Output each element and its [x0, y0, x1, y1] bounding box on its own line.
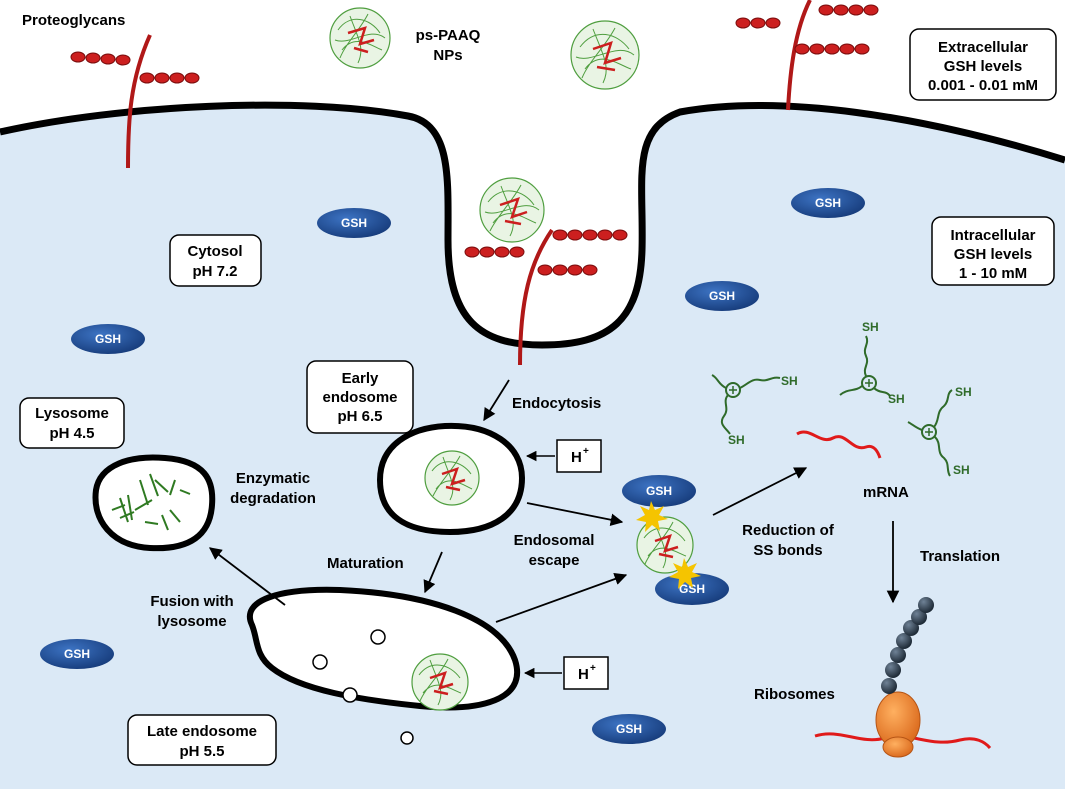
endosomal-escape-label-line2: escape [529, 552, 580, 569]
early-endosome [376, 422, 526, 536]
escaping-nanoparticle: GSH GSH [622, 475, 729, 605]
h-plus-box-late: H + [563, 656, 609, 690]
arrow-maturation [423, 551, 443, 594]
nanoparticle-top-left [329, 7, 391, 69]
late-endosome [247, 586, 520, 745]
sh-label: SH [953, 463, 970, 477]
cleavage-star [636, 501, 668, 532]
svg-text:Late endosome: Late endosome [147, 723, 257, 740]
intracellular-gsh-box: Intracellular GSH levels 1 - 10 mM [931, 216, 1055, 286]
svg-text:H: H [571, 449, 582, 466]
svg-text:GSH: GSH [616, 722, 642, 736]
gsh-molecule: GSH [317, 208, 391, 238]
nanoparticle-late-endosome [411, 653, 469, 711]
endocytosis-label: Endocytosis [512, 395, 601, 412]
sh-label: SH [955, 385, 972, 399]
ribosome [814, 597, 992, 758]
arrow-reduction [712, 467, 808, 516]
svg-text:GSH: GSH [646, 484, 672, 498]
enzymatic-label-line2: degradation [230, 490, 316, 507]
svg-text:GSH: GSH [679, 582, 705, 596]
arrow-endocytosis [483, 379, 510, 422]
svg-text:GSH levels: GSH levels [954, 246, 1032, 263]
svg-text:Intracellular: Intracellular [950, 227, 1035, 244]
extracellular-gsh-box: Extracellular GSH levels 0.001 - 0.01 mM [909, 28, 1057, 101]
nanoparticle-top-right [570, 20, 640, 90]
sh-label: SH [862, 320, 879, 334]
cell-membrane [0, 101, 1065, 349]
ribosomes-label: Ribosomes [754, 686, 835, 703]
gsh-molecule: GSH [685, 281, 759, 311]
lysosome-box: Lysosome pH 4.5 [19, 397, 125, 449]
svg-text:0.001 - 0.01 mM: 0.001 - 0.01 mM [928, 77, 1038, 94]
mrna-label: mRNA [863, 484, 909, 501]
sh-label: SH [781, 374, 798, 388]
late-endosome-box: Late endosome pH 5.5 [127, 714, 277, 766]
svg-text:Lysosome: Lysosome [35, 405, 109, 422]
svg-text:Cytosol: Cytosol [187, 243, 242, 260]
arrow-fusion-to-lysosome [208, 547, 286, 606]
degraded-fragments [111, 473, 191, 531]
gsh-molecule: GSH [71, 324, 145, 354]
svg-text:GSH: GSH [64, 647, 90, 661]
gsh-molecule: GSH [622, 475, 696, 507]
svg-text:Early: Early [342, 370, 379, 387]
svg-text:pH 6.5: pH 6.5 [337, 408, 382, 425]
sh-label: SH [888, 392, 905, 406]
arrow-to-escape-from-late [495, 572, 628, 623]
maturation-label: Maturation [327, 555, 404, 572]
mrna-strand [796, 430, 882, 459]
svg-text:1 - 10 mM: 1 - 10 mM [959, 265, 1027, 282]
svg-text:pH 4.5: pH 4.5 [49, 425, 94, 442]
gsh-molecule: GSH [592, 714, 666, 744]
svg-text:endosome: endosome [322, 389, 397, 406]
proteoglycan-invagination [464, 228, 628, 366]
cationic-charges [729, 379, 933, 436]
endosomal-escape-label-line1: Endosomal [514, 532, 595, 549]
nps-label-line1: ps-PAAQ [416, 27, 481, 44]
svg-text:H: H [578, 666, 589, 683]
lysosome [92, 454, 216, 552]
svg-text:+: + [583, 446, 589, 457]
nps-label-line2: NPs [433, 47, 462, 64]
h-plus-box-early: H + [556, 439, 602, 473]
polymer-chain [839, 335, 891, 397]
svg-text:GSH: GSH [815, 196, 841, 210]
svg-text:GSH: GSH [95, 332, 121, 346]
polymer-chain [907, 389, 953, 477]
svg-text:+: + [590, 663, 596, 674]
nanoparticle-early-endosome [424, 450, 480, 506]
enzymatic-label-line1: Enzymatic [236, 470, 310, 487]
sh-label: SH [728, 433, 745, 447]
reduction-label-line1: Reduction of [742, 522, 835, 539]
cytosol-box: Cytosol pH 7.2 [169, 234, 262, 287]
gsh-molecule: GSH [791, 188, 865, 218]
proteoglycans-label: Proteoglycans [22, 12, 125, 29]
translation-label: Translation [920, 548, 1000, 565]
flow-arrows [208, 379, 900, 623]
svg-text:GSH levels: GSH levels [944, 58, 1022, 75]
cleavage-star [669, 558, 701, 589]
proteoglycan-top-right [735, 0, 879, 111]
svg-text:GSH: GSH [709, 289, 735, 303]
fusion-label-line2: lysosome [157, 613, 226, 630]
peptide-chain [881, 597, 934, 694]
gsh-molecule: GSH [40, 639, 114, 669]
fusion-label-line1: Fusion with [150, 593, 233, 610]
gsh-molecule: GSH [655, 573, 729, 605]
proteoglycan-top-left [70, 34, 200, 169]
polymer-chain [711, 374, 781, 435]
svg-text:GSH: GSH [341, 216, 367, 230]
reduction-label-line2: SS bonds [753, 542, 822, 559]
svg-text:pH 7.2: pH 7.2 [192, 263, 237, 280]
nanoparticle-invagination [479, 177, 545, 243]
svg-text:pH 5.5: pH 5.5 [179, 743, 224, 760]
arrow-to-escape-from-early [526, 502, 624, 526]
svg-text:Extracellular: Extracellular [938, 39, 1028, 56]
early-endosome-box: Early endosome pH 6.5 [306, 360, 414, 434]
